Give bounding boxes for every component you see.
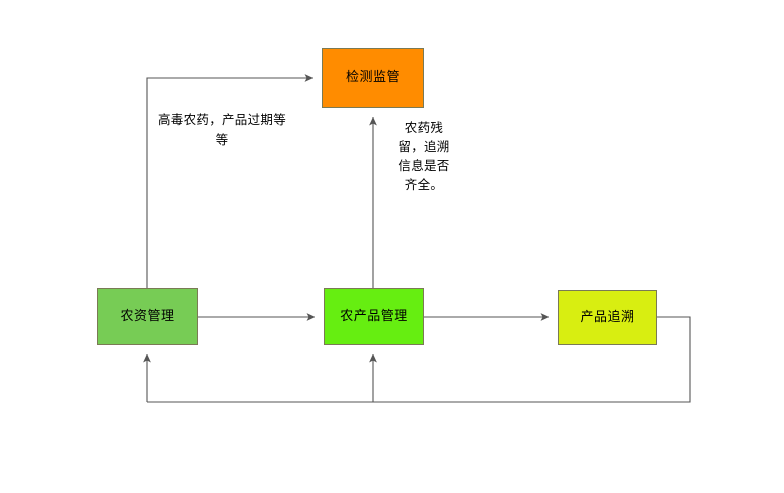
node-agricultural-input-management[interactable]: 农资管理	[97, 288, 198, 345]
node-product-traceability[interactable]: 产品追溯	[558, 290, 657, 345]
edge-label-residue-note: 农药残留，追溯信息是否齐全。	[398, 120, 450, 192]
edge-label-pesticide-note: 高毒农药，产品过期等等	[158, 112, 287, 147]
node-agricultural-product-management[interactable]: 农产品管理	[324, 288, 424, 345]
node-inspection-supervision[interactable]: 检测监管	[322, 48, 424, 108]
